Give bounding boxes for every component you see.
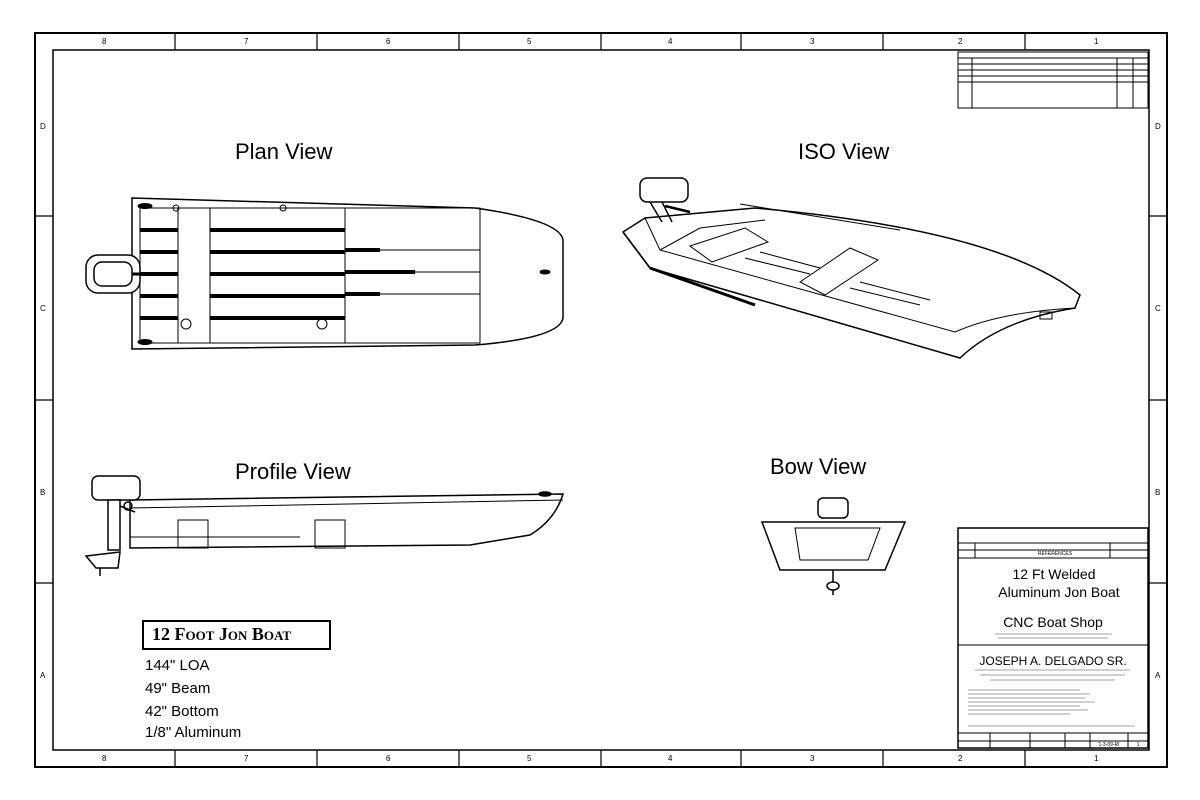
drawing-title-line-1: 12 Ft Welded	[1012, 566, 1096, 582]
zone-row-d-right: D	[1155, 122, 1161, 131]
spec-bottom: 42" Bottom	[145, 703, 219, 720]
date-code: 1-3-09-RI	[1098, 742, 1120, 748]
profile-view-drawing	[129, 491, 565, 549]
zone-col-3-bottom: 3	[810, 754, 815, 763]
zone-col-3-top: 3	[810, 37, 815, 46]
zone-col-8-top: 8	[102, 37, 107, 46]
zone-col-5-bottom: 5	[527, 754, 532, 763]
zone-dividers	[35, 33, 1167, 767]
zone-row-d-left: D	[40, 122, 46, 131]
iso-view-drawing	[621, 203, 1081, 359]
zone-col-1-top: 1	[1094, 37, 1099, 46]
zone-row-b-right: B	[1155, 488, 1161, 497]
zone-col-4-bottom: 4	[668, 754, 673, 763]
zone-row-c-right: C	[1155, 304, 1161, 313]
bow-view-drawing	[760, 497, 907, 595]
iso-view-outboard-motor	[639, 177, 691, 223]
zone-col-7-bottom: 7	[244, 754, 249, 763]
profile-view-outboard-motor	[84, 475, 141, 576]
plan-view-bottom-ribs	[140, 228, 415, 320]
spec-beam: 49" Beam	[145, 680, 211, 697]
iso-view-title: ISO View	[798, 139, 890, 164]
sheet-rev: 1	[1136, 742, 1140, 748]
zone-col-5-top: 5	[527, 37, 532, 46]
plan-view-thin-ribs	[177, 208, 480, 343]
zone-col-8-bottom: 8	[102, 754, 107, 763]
company-name: CNC Boat Shop	[1003, 614, 1103, 630]
zone-col-6-bottom: 6	[386, 754, 391, 763]
profile-view-title: Profile View	[235, 459, 351, 484]
zone-col-1-bottom: 1	[1094, 754, 1099, 763]
designer-name: JOSEPH A. DELGADO SR.	[979, 654, 1127, 668]
plan-view-title: Plan View	[235, 139, 333, 164]
bow-view-title: Bow View	[770, 454, 867, 479]
zone-col-7-top: 7	[244, 37, 249, 46]
title-block-fine-print	[968, 633, 1135, 727]
zone-row-b-left: B	[40, 488, 46, 497]
zone-col-4-top: 4	[668, 37, 673, 46]
zone-row-a-right: A	[1155, 671, 1161, 680]
zone-row-c-left: C	[40, 304, 46, 313]
revision-table	[957, 51, 1149, 109]
plan-view-outboard-motor	[85, 254, 145, 294]
title-block	[957, 527, 1149, 749]
references-label: REFERENCES	[1037, 551, 1073, 557]
zone-col-2-bottom: 2	[958, 754, 963, 763]
zone-col-2-top: 2	[958, 37, 963, 46]
spec-material: 1/8" Aluminum	[145, 724, 242, 741]
spec-title-box	[142, 620, 331, 650]
plan-view-fittings	[137, 203, 551, 345]
zone-row-a-left: A	[40, 671, 46, 680]
spec-loa: 144" LOA	[145, 657, 210, 674]
spec-title: 12 Foot Jon Boat	[152, 624, 292, 644]
zone-col-6-top: 6	[386, 37, 391, 46]
drawing-title-line-2: Aluminum Jon Boat	[998, 584, 1120, 600]
